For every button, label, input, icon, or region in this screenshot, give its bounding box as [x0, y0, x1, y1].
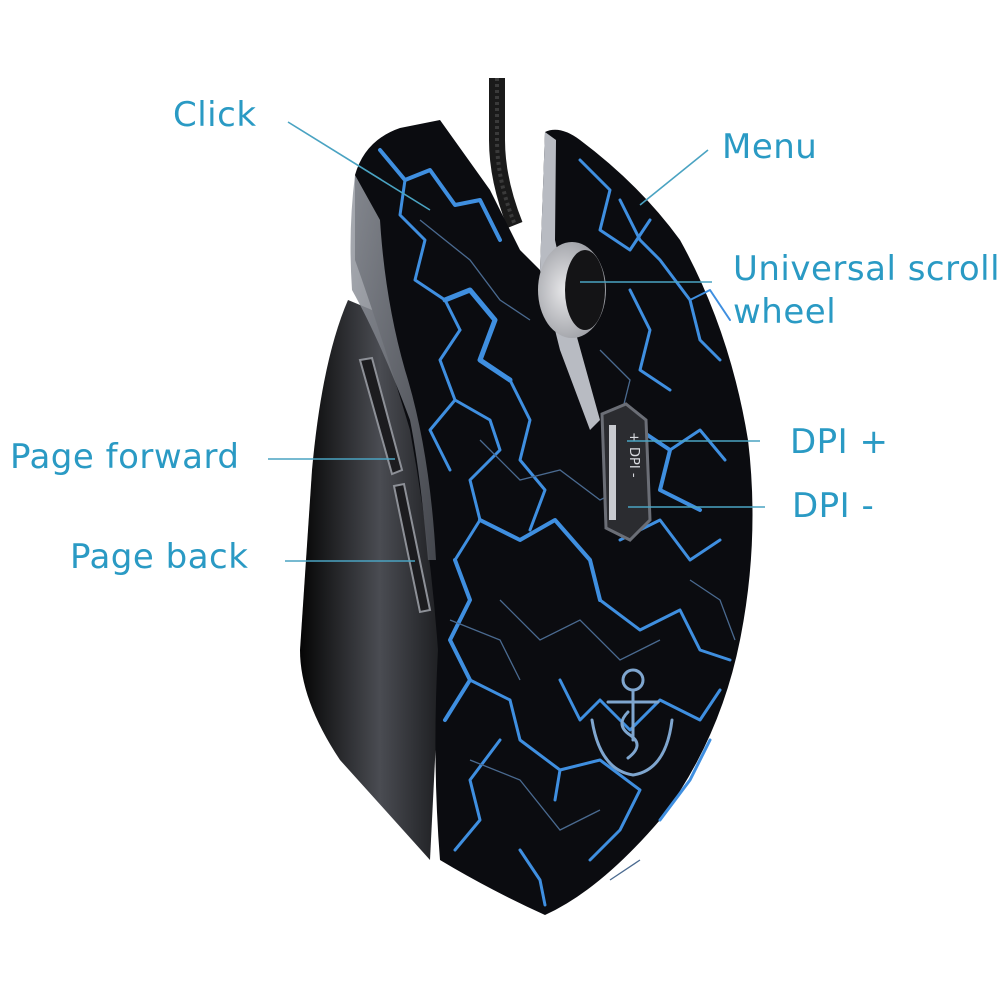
- page-forward-button[interactable]: [358, 356, 404, 476]
- label-dpi-minus: DPI -: [792, 486, 875, 526]
- page-back-button[interactable]: [392, 482, 432, 614]
- label-menu: Menu: [722, 127, 818, 167]
- anchor-icon: [590, 668, 674, 777]
- dpi-button-text: + DPI -: [626, 432, 641, 478]
- label-dpi-plus: DPI +: [790, 422, 889, 462]
- left-button-grey-flank: [350, 175, 436, 560]
- mouse-left-side: [300, 300, 445, 860]
- label-scroll-line1: Universal scroll: [733, 249, 1000, 289]
- label-scroll-line2: wheel: [733, 292, 837, 332]
- leader-menu: [639, 149, 709, 206]
- label-page-back: Page back: [70, 537, 249, 577]
- crackle-pattern: [378, 148, 732, 907]
- dpi-button[interactable]: + DPI -: [600, 402, 652, 542]
- leader-click: [287, 121, 431, 211]
- cable: [489, 78, 523, 228]
- label-page-forward: Page forward: [10, 437, 240, 477]
- scroll-wheel[interactable]: [538, 242, 606, 338]
- right-button-grey-edge: [540, 132, 600, 430]
- label-click: Click: [173, 95, 257, 135]
- leader-lines: [268, 121, 765, 562]
